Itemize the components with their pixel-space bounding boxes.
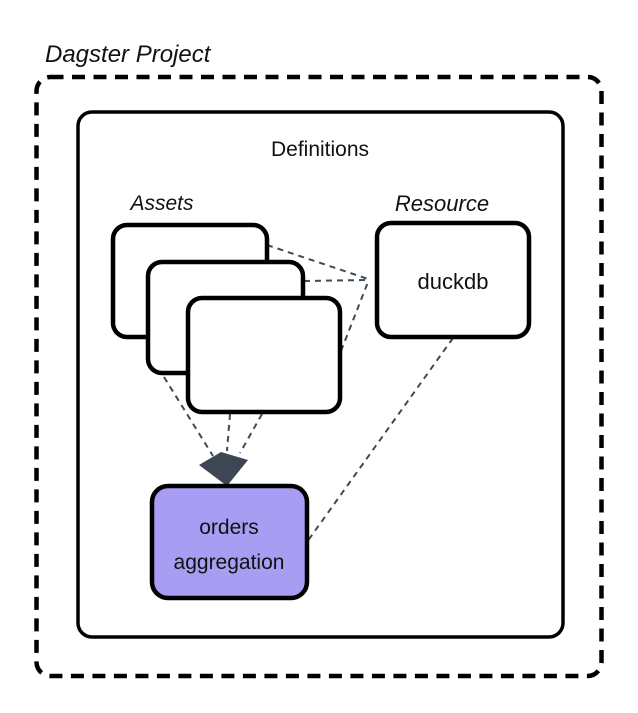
duckdb-resource-label: duckdb bbox=[418, 269, 489, 294]
orders-aggregation-box bbox=[149, 483, 310, 601]
connector-asset-front-to-duckdb bbox=[340, 281, 369, 352]
connector-asset-back-to-aggregation bbox=[163, 376, 214, 457]
asset-card-front bbox=[185, 295, 343, 415]
fan-in-arrowhead-icon bbox=[199, 452, 248, 486]
duckdb-resource-box bbox=[374, 220, 532, 340]
orders-aggregation-label-line2: aggregation bbox=[174, 551, 285, 574]
connector-asset-front-to-aggregation bbox=[239, 413, 263, 454]
dagster-project-label: Dagster Project bbox=[45, 41, 212, 68]
dagster-project-boundary bbox=[34, 74, 604, 679]
connector-asset-back-to-duckdb bbox=[266, 244, 369, 280]
orders-aggregation-label-line1: orders bbox=[199, 516, 259, 539]
definitions-label: Definitions bbox=[271, 138, 369, 161]
connector-duckdb-to-aggregation bbox=[306, 337, 454, 543]
resource-group-label: Resource bbox=[395, 191, 489, 216]
assets-group-label: Assets bbox=[128, 192, 194, 215]
